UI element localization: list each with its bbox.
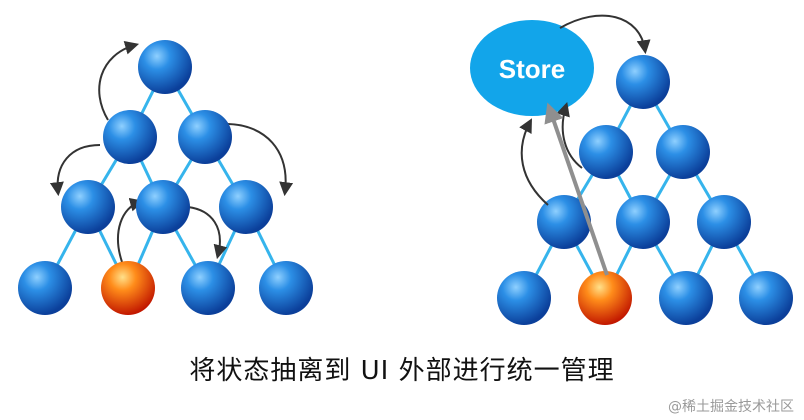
- component-node: [259, 261, 313, 315]
- component-node: [181, 261, 235, 315]
- component-node: [61, 180, 115, 234]
- component-node: [616, 195, 670, 249]
- propagation-arrow: [98, 40, 140, 121]
- state-flow-diagram: Store: [18, 14, 793, 325]
- diagram-caption: 将状态抽离到 UI 外部进行统一管理: [189, 356, 615, 386]
- component-node: [178, 110, 232, 164]
- component-node: [616, 55, 670, 109]
- right-tree-nodes: [497, 55, 793, 325]
- left-tree: [18, 40, 313, 315]
- left-tree-links: [43, 66, 288, 289]
- active-component-node: [101, 261, 155, 315]
- component-node: [136, 180, 190, 234]
- component-node: [18, 261, 72, 315]
- propagation-arrow: [49, 144, 101, 197]
- propagation-arrow: [117, 197, 145, 263]
- propagation-arrow: [187, 206, 228, 260]
- node-to-store-arrow: [519, 118, 549, 206]
- store-label: Store: [499, 54, 565, 84]
- right-tree-links: [522, 81, 768, 299]
- node-to-store-arrow: [556, 101, 583, 169]
- left-tree-nodes: [18, 40, 313, 315]
- component-node: [579, 125, 633, 179]
- component-node: [138, 40, 192, 94]
- update-pointer-arrow: [544, 102, 609, 276]
- store-arrows: [519, 14, 651, 206]
- right-tree: Store: [470, 14, 793, 325]
- component-node: [656, 125, 710, 179]
- component-node: [739, 271, 793, 325]
- component-node: [537, 195, 591, 249]
- store: Store: [470, 20, 594, 116]
- propagation-arrow: [227, 123, 294, 197]
- component-node: [697, 195, 751, 249]
- watermark: @稀土掘金技术社区: [668, 399, 794, 415]
- component-node: [659, 271, 713, 325]
- component-node: [103, 110, 157, 164]
- store-ellipse: [470, 20, 594, 116]
- active-component-node: [578, 271, 632, 325]
- component-node: [219, 180, 273, 234]
- store-to-node-arrow: [559, 14, 651, 55]
- component-node: [497, 271, 551, 325]
- left-tree-arrows: [49, 40, 294, 263]
